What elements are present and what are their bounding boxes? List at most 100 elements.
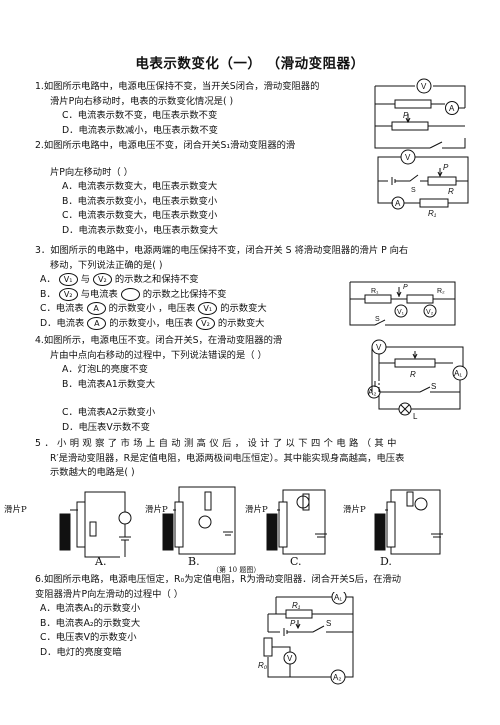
question-4: 4.如图所示，电源电压不变。闭合开关S，在滑动变阻器的滑 片由中点向右移动的过程… xyxy=(35,334,360,436)
voltmeter-v2-icon: V₂ xyxy=(92,273,112,287)
question-3: 3．如图所示的电路中，电源两端的电压保持不变，闭合开关 S 将滑动变阻器的滑片 … xyxy=(35,244,485,332)
q4-circuit-diagram: V R A₁ A₂ S L xyxy=(365,337,475,419)
q6-stem-line2: 变阻器滑片P向左滑动的过程中（ ） xyxy=(35,588,184,600)
q3-v1-label: V₁ xyxy=(397,309,405,316)
voltmeter-v2-icon: V₂ xyxy=(195,316,215,330)
q3-stem-line2: 移动，下列说法正确的是( ) xyxy=(50,259,163,271)
q3-option-b: B． V₂ 与电流表 的示数之比保持不变 xyxy=(35,287,485,303)
question-1: 1.如图所示电路中，电源电压保持不变，当开关S闭合，滑动变阻器的 滑片P向右移动… xyxy=(35,80,360,138)
q5-caption-d: D. xyxy=(380,555,392,568)
q2-slider-label: P xyxy=(443,163,449,172)
q6-option-c: C．电压表V的示数变小 xyxy=(40,632,137,644)
q3-option-d-text2: 的示数变大 xyxy=(217,317,265,329)
q3-option-d-text1: 的示数变小，电压表 xyxy=(109,317,193,329)
q2-stem-line2: 片P向左移动时（ ） xyxy=(50,166,133,178)
voltmeter-v2-icon: V₂ xyxy=(58,287,78,301)
q2-resistor-label: R₁ xyxy=(428,209,437,218)
q3-option-b-prefix: B． xyxy=(40,288,56,300)
q5-diagram-d xyxy=(374,489,443,555)
q6-circuit-diagram: R₁ A₁ P S R₀ V A₂ xyxy=(258,592,363,687)
q3-option-c-text1: 的示数变小 ，电压表 xyxy=(108,303,196,315)
q4-option-a: A．灯泡L的亮度不变 xyxy=(62,364,148,376)
q6-r1-label: R₁ xyxy=(292,601,301,610)
q4-lamp-label: L xyxy=(413,412,418,419)
q2-switch-label: S xyxy=(411,187,416,194)
q2-option-d: D．电流表示数变小，电压表示数变大 xyxy=(62,224,218,236)
q3-option-d: D．电流表 A 的示数变小，电压表 V₂ 的示数变大 xyxy=(35,316,485,332)
question-2: 2.如图所示电路中，电源电压不变，闭合开关S₁滑动变阻器的滑 片P向左移动时（ … xyxy=(35,139,360,239)
q5-diagram-b xyxy=(162,486,236,555)
q3-circuit-diagram: P R₁ R₂ V₁ V₂ S xyxy=(345,277,460,332)
q6-a1-label: A₁ xyxy=(334,593,342,602)
q6-voltmeter-label: V xyxy=(287,654,293,663)
voltmeter-v1-icon: V₁ xyxy=(58,273,78,287)
q6-r0-label: R₀ xyxy=(258,661,268,670)
q4-stem-line1: 4.如图所示，电源电压不变。闭合开关S，在滑动变阻器的滑 xyxy=(35,335,283,346)
q6-a2-label: A₂ xyxy=(333,673,341,682)
q5-slider-label-b: 滑片P xyxy=(145,505,168,515)
q5-page-note: （第 10 题图） xyxy=(212,566,261,574)
q3-option-a-text2: 的示数之和保持不变 xyxy=(114,274,199,286)
q1-ammeter-label: A xyxy=(449,104,455,113)
q5-diagram-c xyxy=(266,489,327,555)
q5-slider-label-d: 滑片P xyxy=(343,505,366,515)
q1-option-c: C．电流表示数不变，电压表示数不变 xyxy=(62,110,218,122)
ammeter-icon: A xyxy=(87,316,107,330)
q2-voltmeter-label: V xyxy=(405,153,411,162)
q3-v2-label: V₂ xyxy=(426,309,434,316)
q4-option-c: C．电流表A2示数变小 xyxy=(62,407,156,419)
q6-slider-label: P xyxy=(290,619,296,628)
q1-option-d: D．电流表示数减小，电压表示数不变 xyxy=(62,124,218,136)
q6-option-b: B．电流表A₂的示数变大 xyxy=(40,617,141,629)
q4-option-d: D．电压表V示数不变 xyxy=(62,421,150,433)
q3-option-a-prefix: A． xyxy=(40,274,56,286)
q3-option-b-text1: 与电流表 xyxy=(80,288,118,300)
q3-option-c-prefix: C．电流表 xyxy=(40,303,84,315)
q2-ammeter-label: A xyxy=(395,199,401,208)
q1-circuit-diagram: V A P xyxy=(370,78,470,156)
voltmeter-v1-icon: V₁ xyxy=(198,302,218,316)
q6-option-a: A．电流表A₁的示数变小 xyxy=(40,603,141,615)
q4-rheostat-label: R xyxy=(410,370,416,379)
q6-switch-label: S xyxy=(326,619,331,628)
q2-rheostat-label: R xyxy=(448,187,454,196)
q5-slider-label-a: 滑片P xyxy=(4,505,27,515)
q5-slider-label-c: 滑片P xyxy=(245,505,268,515)
q6-stem-line1: 6.如图所示电路，电源电压恒定，R₀为定值电阻，R为滑动变阻器．闭合开关S后，在… xyxy=(35,574,402,585)
question-6: 6.如图所示电路，电源电压恒定，R₀为定值电阻，R为滑动变阻器．闭合开关S后，在… xyxy=(35,573,485,661)
q4-voltmeter-label: V xyxy=(376,343,382,352)
q6-option-d: D．电灯的亮度变暗 xyxy=(40,646,122,658)
q4-switch-label: S xyxy=(431,382,436,391)
q3-option-a: A． V₁ 与 V₂ 的示数之和保持不变 xyxy=(35,273,485,288)
q2-option-a: A．电流表示数变大，电压表示数变大 xyxy=(62,181,218,193)
q4-a1-label: A₁ xyxy=(454,369,462,378)
q5-caption-c: C. xyxy=(290,555,302,568)
q3-r1-label: R₁ xyxy=(371,288,379,295)
q4-a2-label: A₂ xyxy=(368,388,376,397)
q5-caption-b: B. xyxy=(188,555,200,568)
q1-voltmeter-label: V xyxy=(421,82,427,91)
q4-stem-line2: 片由中点向右移动的过程中，下列说法错误的是（ ） xyxy=(50,349,267,361)
q2-circuit-diagram: V S P R A R₁ xyxy=(368,148,478,220)
q3-option-b-text2: 的示数之比保持不变 xyxy=(142,288,227,300)
q3-r2-label: R₂ xyxy=(437,288,445,295)
q1-stem-line1: 1.如图所示电路中，电源电压保持不变，当开关S闭合，滑动变阻器的 xyxy=(35,81,320,92)
q4-option-b: B．电流表A1示数变大 xyxy=(62,378,156,390)
q3-slider-label: P xyxy=(403,284,408,291)
q5-caption-a: A. xyxy=(95,555,107,568)
q5-stem-line2: R′是滑动变阻器，R是定值电阻，电源两极间电压恒定）。其中能实现身高越高，电压表 xyxy=(50,452,405,464)
q3-option-a-text1: 与 xyxy=(80,274,90,286)
ammeter-icon: A xyxy=(86,302,106,316)
page-title: 电表示数变化（一） （滑动变阻器） xyxy=(135,56,365,72)
q2-option-c: C．电流表示数变大，电压表示数变小 xyxy=(62,210,218,222)
q2-option-b: B．电流表示数变小，电压表示数变小 xyxy=(62,195,218,207)
question-5: 5．小明观察了市场上自动测高仪后，设计了以下四个电路（其中 R′是滑动变阻器，R… xyxy=(35,437,485,481)
ammeter-icon xyxy=(120,287,140,301)
q5-diagram-a xyxy=(59,491,132,558)
q3-option-c-text2: 的示数变大 xyxy=(220,303,267,315)
q3-stem-line1: 3．如图所示的电路中，电源两端的电压保持不变，闭合开关 S 将滑动变阻器的滑片 … xyxy=(35,245,409,256)
q3-switch-label: S xyxy=(375,316,380,323)
q3-option-d-prefix: D．电流表 xyxy=(40,317,85,329)
q2-stem-line1: 2.如图所示电路中，电源电压不变，闭合开关S₁滑动变阻器的滑 xyxy=(35,140,296,151)
q5-option-diagrams xyxy=(45,482,465,572)
